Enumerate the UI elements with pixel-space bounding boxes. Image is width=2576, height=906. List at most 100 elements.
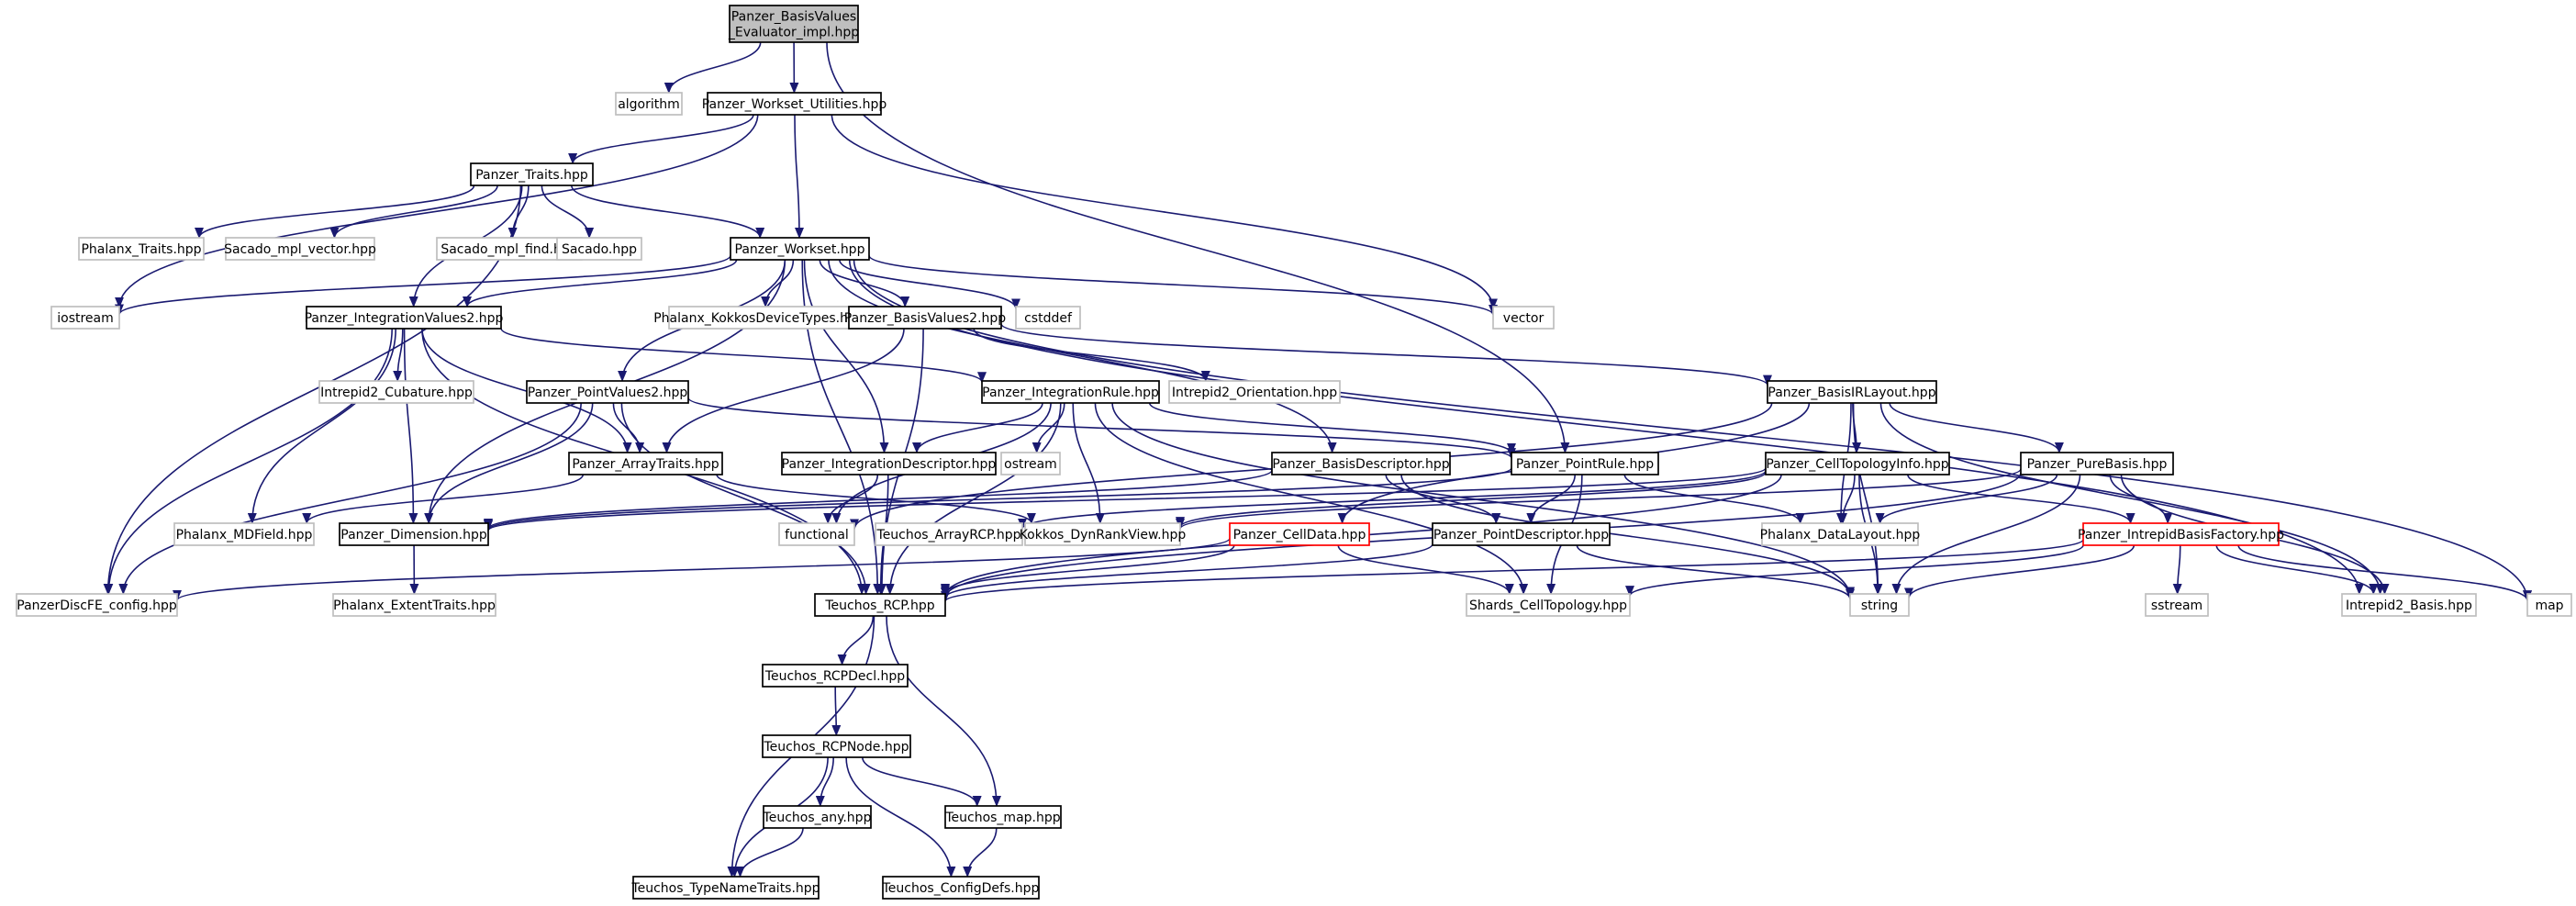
node-label-algorithm: algorithm: [618, 97, 680, 112]
node-intval[interactable]: Panzer_IntegrationValues2.hpp: [305, 306, 504, 330]
edge-intrule-to-shards: [1094, 402, 1529, 595]
edge-root-to-ptrule: [826, 41, 1570, 453]
edge-intval-to-pdfconfig: [104, 328, 393, 595]
node-tmap[interactable]: Teuchos_map.hpp: [944, 805, 1062, 829]
node-box-intrule: [981, 380, 1160, 404]
node-box-algorithm: [615, 92, 683, 116]
node-ostream: ostream: [1000, 452, 1061, 475]
edge-workset-to-vector: [868, 254, 1498, 316]
node-box-rcp: [814, 593, 946, 617]
edge-celltopo-to-arrrcp: [1018, 470, 1767, 530]
node-box-functional: [778, 522, 855, 546]
edge-rcp-to-tmap: [886, 615, 1001, 807]
node-rcpnode[interactable]: Teuchos_RCPNode.hpp: [762, 734, 911, 758]
node-arrtr[interactable]: Panzer_ArrayTraits.hpp: [568, 452, 723, 475]
node-box-basirl: [1767, 380, 1937, 404]
node-label-phtraits: Phalanx_Traits.hpp: [81, 242, 201, 257]
node-box-basdesc: [1271, 452, 1451, 475]
node-label-any: Teuchos_any.hpp: [763, 811, 872, 825]
node-box-mdfield: [173, 522, 315, 546]
edge-intdesc-to-functional: [823, 474, 879, 524]
edge-traits-to-sacado: [541, 185, 595, 239]
edge-workset-to-kokdev: [761, 259, 795, 308]
node-box-basval: [848, 306, 1002, 330]
node-celldata[interactable]: Panzer_CellData.hpp: [1229, 522, 1370, 546]
edge-basirl-to-purebasis: [1889, 402, 2064, 453]
node-ptrule[interactable]: Panzer_PointRule.hpp: [1511, 452, 1659, 475]
node-intrule[interactable]: Panzer_IntegrationRule.hpp: [981, 380, 1160, 404]
node-box-tmap: [944, 805, 1062, 829]
node-intdesc[interactable]: Panzer_IntegrationDescriptor.hpp: [781, 452, 997, 475]
node-label-traits: Panzer_Traits.hpp: [475, 168, 588, 183]
node-label-rcpnode: Teuchos_RCPNode.hpp: [764, 740, 909, 755]
edge-traits-to-phtraits: [195, 185, 475, 239]
edge-ptval-to-dimension: [424, 402, 594, 524]
node-box-map: [2526, 593, 2572, 617]
edge-ptval-to-pdfconfig: [118, 402, 582, 595]
edge-celltopo-to-datalayout: [1838, 474, 1856, 524]
edge-workset-to-basdesc: [828, 259, 1337, 453]
node-label-sacfind: Sacado_mpl_find.hpp: [440, 242, 577, 257]
node-purebasis[interactable]: Panzer_PureBasis.hpp: [2020, 452, 2174, 475]
edge-traits-to-pdfconfig: [103, 185, 522, 595]
node-label-ostream: ostream: [1004, 457, 1057, 472]
node-box-arrtr: [568, 452, 723, 475]
node-functional: functional: [778, 522, 855, 546]
node-label-workset: Panzer_Workset.hpp: [735, 242, 865, 257]
node-box-intbasfac: [2082, 522, 2280, 546]
node-basval[interactable]: Panzer_BasisValues2.hpp: [844, 306, 1007, 330]
node-any[interactable]: Teuchos_any.hpp: [763, 805, 872, 829]
node-rcp[interactable]: Teuchos_RCP.hpp: [814, 593, 946, 617]
node-box-pdfconfig: [16, 593, 178, 617]
node-box-rcpdecl: [762, 664, 909, 688]
node-string: string: [1849, 593, 1910, 617]
node-rcpdecl[interactable]: Teuchos_RCPDecl.hpp: [762, 664, 909, 688]
node-label-basdesc: Panzer_BasisDescriptor.hpp: [1272, 457, 1449, 472]
node-celltopo[interactable]: Panzer_CellTopologyInfo.hpp: [1765, 452, 1950, 475]
node-label-sacvec: Sacado_mpl_vector.hpp: [224, 242, 376, 257]
node-configdefs[interactable]: Teuchos_ConfigDefs.hpp: [882, 876, 1040, 900]
node-box-ostream: [1000, 452, 1061, 475]
node-label-functional: functional: [785, 528, 849, 542]
node-label-datalayout: Phalanx_DataLayout.hpp: [1760, 528, 1921, 542]
node-typename[interactable]: Teuchos_TypeNameTraits.hpp: [630, 876, 820, 900]
edge-ptrule-to-ptdesc: [1526, 474, 1576, 524]
node-label-iostream: iostream: [57, 311, 114, 326]
node-box-intval: [306, 306, 502, 330]
node-label-tmap: Teuchos_map.hpp: [944, 811, 1060, 825]
edge-intrule-to-ostream: [1032, 402, 1065, 453]
node-root[interactable]: Panzer_BasisValues_Evaluator_impl.hpp: [728, 5, 859, 43]
edge-wsutil-to-vector: [831, 114, 1498, 310]
node-label-mdfield: Phalanx_MDField.hpp: [176, 528, 313, 542]
node-label-shards: Shards_CellTopology.hpp: [1469, 598, 1627, 613]
edge-intrule-to-rcp: [885, 402, 1062, 595]
node-label-celltopo: Panzer_CellTopologyInfo.hpp: [1766, 457, 1948, 472]
node-dimension[interactable]: Panzer_Dimension.hpp: [339, 522, 489, 546]
edge-ptdesc-to-string: [1576, 544, 1855, 600]
file-nodes: Panzer_BasisValues_Evaluator_impl.hppalg…: [16, 5, 2572, 900]
edge-intbasfac-to-rcp: [941, 539, 2084, 603]
edge-basval-to-orient: [973, 328, 1210, 382]
edge-rcpnode-to-any: [815, 756, 834, 807]
node-intbasfac[interactable]: Panzer_IntrepidBasisFactory.hpp: [2078, 522, 2284, 546]
node-traits[interactable]: Panzer_Traits.hpp: [470, 162, 594, 186]
node-label-arrtr: Panzer_ArrayTraits.hpp: [572, 457, 719, 472]
edge-purebasis-to-datalayout: [1875, 474, 2058, 524]
node-box-arrrcp: [875, 522, 1023, 546]
node-workset[interactable]: Panzer_Workset.hpp: [730, 237, 870, 261]
edge-intrule-to-intdesc: [912, 402, 1043, 453]
node-ptdesc[interactable]: Panzer_PointDescriptor.hpp: [1432, 522, 1611, 546]
node-box-configdefs: [882, 876, 1040, 900]
node-basdesc[interactable]: Panzer_BasisDescriptor.hpp: [1271, 452, 1451, 475]
node-label-kokdev: Phalanx_KokkosDeviceTypes.hpp: [653, 311, 864, 326]
node-box-cstddef: [1015, 306, 1081, 330]
node-label-typename: Teuchos_TypeNameTraits.hpp: [630, 881, 820, 896]
node-basirl[interactable]: Panzer_BasisIRLayout.hpp: [1767, 380, 1937, 404]
node-wsutil[interactable]: Panzer_Workset_Utilities.hpp: [702, 92, 887, 116]
node-ptval[interactable]: Panzer_PointValues2.hpp: [526, 380, 689, 404]
edge-intrule-to-string: [1111, 402, 1855, 598]
node-box-rcpnode: [762, 734, 911, 758]
node-label-cubature: Intrepid2_Cubature.hpp: [320, 386, 473, 400]
node-label-dimension: Panzer_Dimension.hpp: [340, 528, 487, 542]
node-box-i2basis: [2341, 593, 2477, 617]
